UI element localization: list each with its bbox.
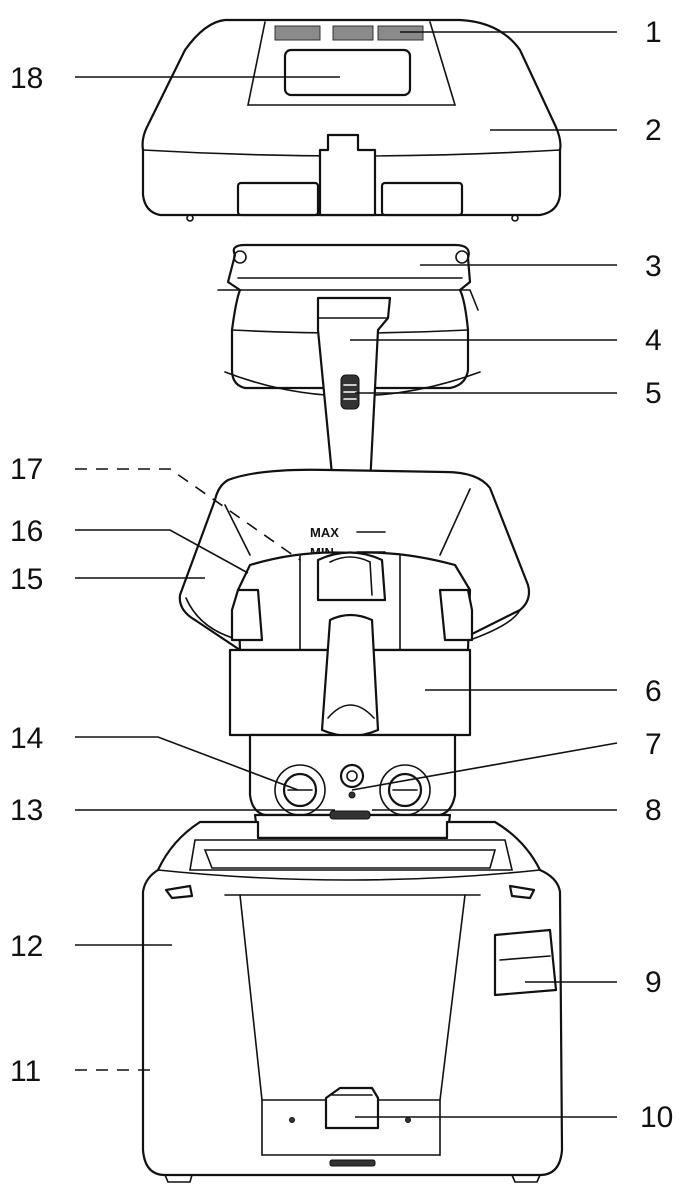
callout-12: 12 <box>10 930 43 963</box>
basket <box>217 243 481 487</box>
callout-1: 1 <box>645 16 662 49</box>
housing <box>141 820 564 1183</box>
callout-17: 17 <box>10 453 43 486</box>
lid-vent <box>274 25 424 41</box>
callout-9: 9 <box>645 966 662 999</box>
reset-button <box>329 810 371 820</box>
callout-14: 14 <box>10 722 43 755</box>
callout-16: 16 <box>10 515 43 548</box>
callout-6: 6 <box>645 675 662 708</box>
lid <box>141 18 562 222</box>
indicator-light <box>339 763 365 789</box>
housing-side-handle <box>493 928 558 997</box>
callout-numbers: 1 2 3 4 5 6 7 8 9 10 11 12 13 14 15 16 1… <box>10 16 673 1134</box>
heating-element-unit <box>228 551 474 738</box>
control-panel <box>248 733 457 840</box>
housing-release-tab <box>324 1086 380 1130</box>
callout-7: 7 <box>645 728 662 761</box>
timer-ring <box>379 764 431 816</box>
callout-3: 3 <box>645 250 662 283</box>
callout-8: 8 <box>645 794 662 827</box>
callout-10: 10 <box>640 1101 673 1134</box>
thermostat-ring <box>274 764 326 816</box>
callout-2: 2 <box>645 114 662 147</box>
lid-window <box>283 48 412 97</box>
callout-13: 13 <box>10 794 43 827</box>
leader-lines <box>75 31 618 1118</box>
callout-4: 4 <box>645 324 662 357</box>
callout-11: 11 <box>10 1055 41 1088</box>
callout-18: 18 <box>10 62 43 95</box>
callout-5: 5 <box>645 377 662 410</box>
max-mark-label: MAX <box>310 525 339 540</box>
callout-15: 15 <box>10 563 43 596</box>
